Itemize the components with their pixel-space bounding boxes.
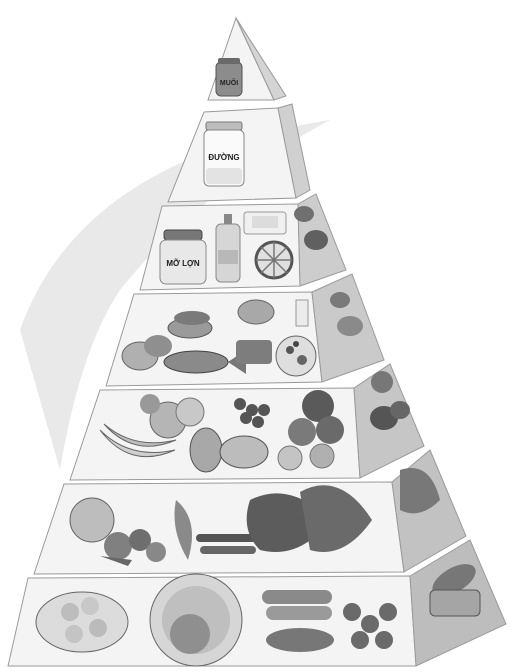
orange-slice <box>256 242 292 278</box>
sugar-label: ĐƯỜNG <box>208 153 239 162</box>
sugar-jar: ĐƯỜNG <box>204 122 244 186</box>
oil-bottle <box>216 214 240 282</box>
butter-dish <box>244 212 286 234</box>
lard-jar: MỠ LỢN <box>160 230 206 284</box>
salt-jar: MUỐI <box>216 58 242 96</box>
lard-label: MỠ LỢN <box>166 259 199 268</box>
